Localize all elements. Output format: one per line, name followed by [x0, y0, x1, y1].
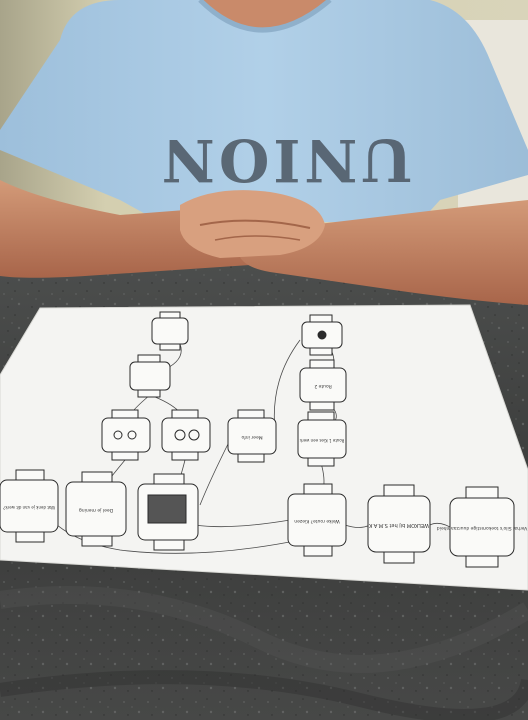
watch-sketch: [449, 486, 515, 568]
watch-sketch: [0, 469, 59, 543]
watch-text-detail: Meer info: [241, 434, 262, 440]
watch-sketch: [367, 484, 431, 564]
t-shirt: [0, 0, 528, 222]
watch-sketch: [137, 473, 199, 551]
shirt-print: UNION: [158, 126, 412, 194]
watch-text-bottom-left-2: Deel je mening: [79, 507, 113, 513]
watch-text-intro: Verhal Silo's toekomstige duurzaamheid: [437, 525, 528, 531]
watch-sketch: [129, 354, 171, 398]
wireframe-sketch: [0, 311, 515, 568]
watch-sketch: [297, 411, 347, 467]
watch-text-route-a: Route 1 Kies een werk: [299, 438, 344, 443]
watch-text-vraag: Welke route? Kiezen: [294, 518, 340, 524]
watch-sketch: [151, 311, 189, 351]
watch-sketch: [101, 409, 151, 461]
clasped-hands: [180, 190, 325, 258]
watch-sketch: [65, 471, 127, 547]
watch-sketch: [299, 359, 347, 411]
watch-sketch: [227, 409, 277, 463]
watch-sketch: [287, 483, 347, 557]
watch-sketch: [301, 314, 343, 356]
watch-text-welkom: WELKOM bij het S.M.A.K: [368, 522, 429, 528]
watch-sketch: [161, 409, 211, 461]
watch-text-bottom-left-1: Wat denk je van dit werk?: [3, 505, 55, 510]
watch-text-route-b: Route 2: [314, 383, 331, 389]
